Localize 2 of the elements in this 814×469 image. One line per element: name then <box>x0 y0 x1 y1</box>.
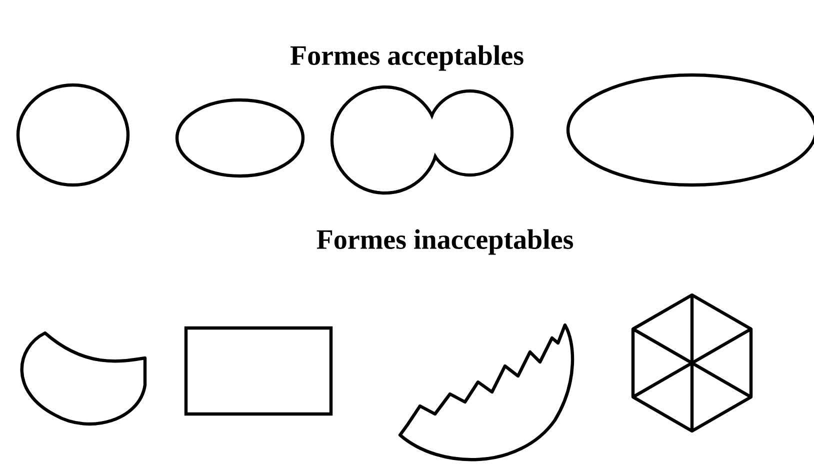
heading: Formes acceptables <box>290 45 524 71</box>
heading: Formes inacceptables <box>316 229 574 255</box>
